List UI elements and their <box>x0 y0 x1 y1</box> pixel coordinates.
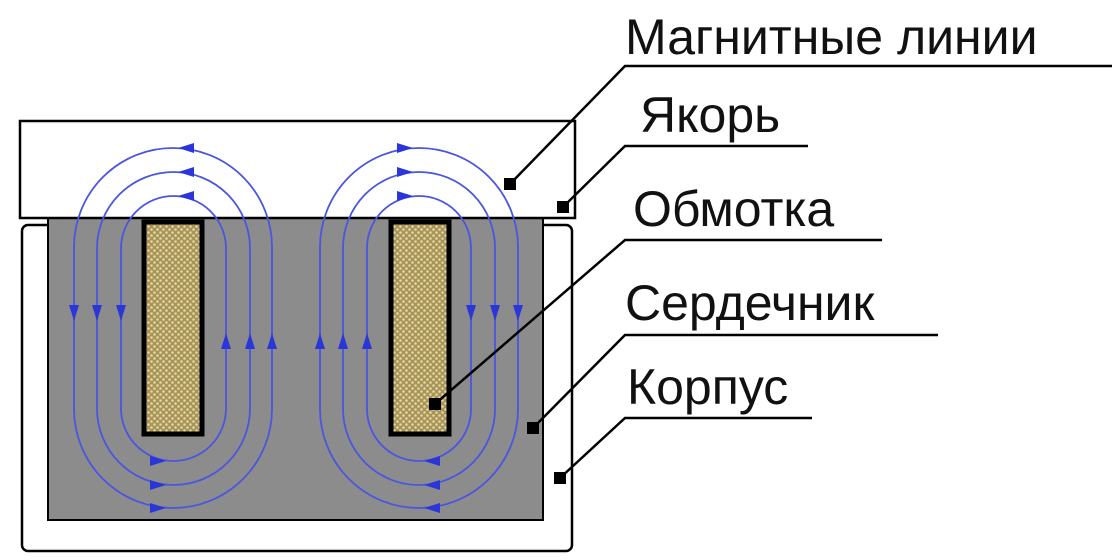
flux-arrow <box>150 456 166 466</box>
flux-arrow <box>424 456 440 466</box>
flux-line <box>96 171 251 486</box>
winding-left <box>141 219 205 437</box>
flux-line <box>366 195 472 462</box>
label-core: Сердечник <box>625 275 875 331</box>
flux-line <box>319 147 519 509</box>
leader-markers <box>429 178 569 484</box>
flux-arrow <box>466 305 476 321</box>
flux-arrows <box>69 143 523 513</box>
flux-arrow <box>513 305 523 321</box>
flux-arrow <box>150 503 166 513</box>
flux-arrow <box>178 143 194 153</box>
flux-arrow <box>362 333 372 349</box>
flux-arrow <box>178 167 194 177</box>
flux-arrow <box>267 333 277 349</box>
flux-arrow <box>315 333 325 349</box>
flux-arrow <box>69 305 79 321</box>
armature <box>18 119 577 220</box>
flux-arrow <box>245 333 255 349</box>
label-magnetic-lines: Магнитные линии <box>625 9 1038 65</box>
flux-arrow <box>490 305 500 321</box>
flux-arrow <box>92 305 102 321</box>
flux-line <box>73 147 273 509</box>
core <box>47 217 544 521</box>
flux-lines <box>73 147 519 509</box>
flux-line <box>120 195 227 462</box>
flux-arrow <box>338 333 348 349</box>
flux-arrow <box>424 503 440 513</box>
label-winding: Обмотка <box>633 181 834 237</box>
flux-arrow <box>178 191 194 201</box>
flux-arrow <box>397 143 413 153</box>
flux-arrow <box>424 480 440 490</box>
leader-lines <box>434 64 1112 479</box>
flux-arrow <box>221 333 231 349</box>
flux-arrow <box>116 305 126 321</box>
flux-arrow <box>397 167 413 177</box>
flux-line <box>342 171 496 486</box>
flux-arrow <box>150 480 166 490</box>
flux-arrow <box>397 191 413 201</box>
label-housing: Корпус <box>627 359 788 415</box>
label-armature: Якорь <box>640 87 780 143</box>
